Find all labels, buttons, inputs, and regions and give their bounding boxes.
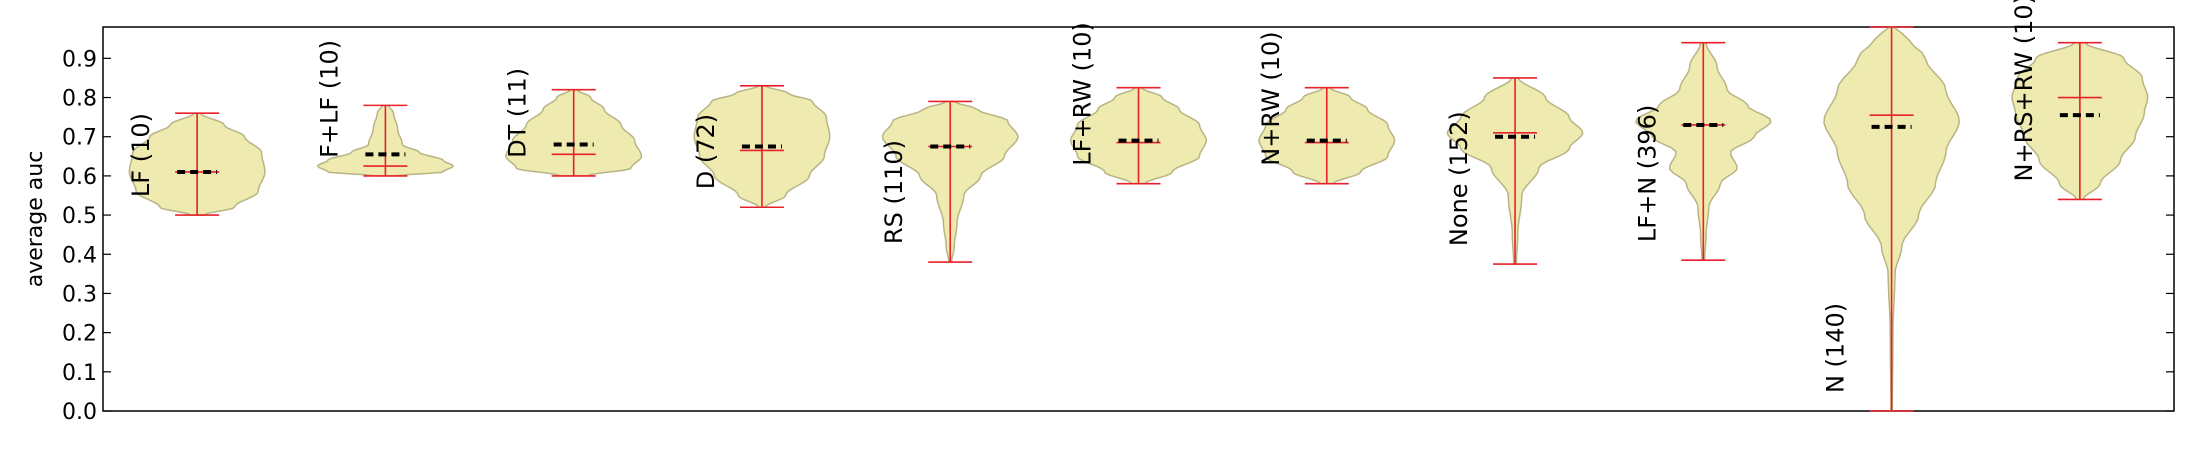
y-tick-label: 0.9 (62, 47, 97, 72)
category-label: None (152) (1445, 111, 1473, 246)
y-axis: 0.0 0.1 0.2 0.3 0.4 0.5 0.6 0.7 0.8 0.9 (62, 47, 2174, 425)
violins-layer (128, 26, 2149, 412)
category-label: N+RS+RW (10) (2010, 0, 2038, 181)
category-label: LF (10) (127, 113, 155, 197)
category-labels-layer: LF (10) F+LF (10) DT (11) D (72) RS (110) LF+… (127, 0, 2038, 393)
category-label: F+LF (10) (315, 40, 343, 158)
violin (316, 104, 454, 177)
y-tick-label: 0.0 (62, 400, 97, 425)
y-tick-label: 0.4 (62, 243, 97, 268)
category-label: N+RW (10) (1257, 31, 1285, 165)
violin (1258, 86, 1396, 185)
y-axis-label: average auc (23, 151, 48, 288)
category-label: D (72) (692, 114, 720, 189)
category-label: RS (110) (880, 140, 908, 244)
plot-border (102, 26, 2175, 412)
violin (1069, 86, 1208, 185)
violin (693, 84, 831, 209)
violin (2011, 41, 2149, 201)
violin (128, 112, 266, 216)
y-tick-label: 0.3 (62, 282, 97, 307)
y-tick-label: 0.2 (62, 322, 97, 347)
y-tick-label: 0.7 (62, 126, 97, 151)
y-tick-label: 0.5 (62, 204, 97, 229)
y-tick-label: 0.1 (62, 361, 97, 386)
violin (881, 100, 1019, 263)
category-label: LF+RW (10) (1069, 22, 1097, 166)
y-tick-label: 0.6 (62, 165, 97, 190)
violin (1635, 41, 1772, 261)
category-label: N (140) (1822, 303, 1850, 393)
violin (1446, 77, 1584, 265)
plot-area (102, 26, 2175, 412)
category-label: DT (11) (504, 68, 532, 158)
violin (1823, 26, 1960, 412)
violin (505, 88, 643, 177)
y-tick-label: 0.8 (62, 87, 97, 112)
category-label: LF+N (396) (1633, 105, 1661, 242)
